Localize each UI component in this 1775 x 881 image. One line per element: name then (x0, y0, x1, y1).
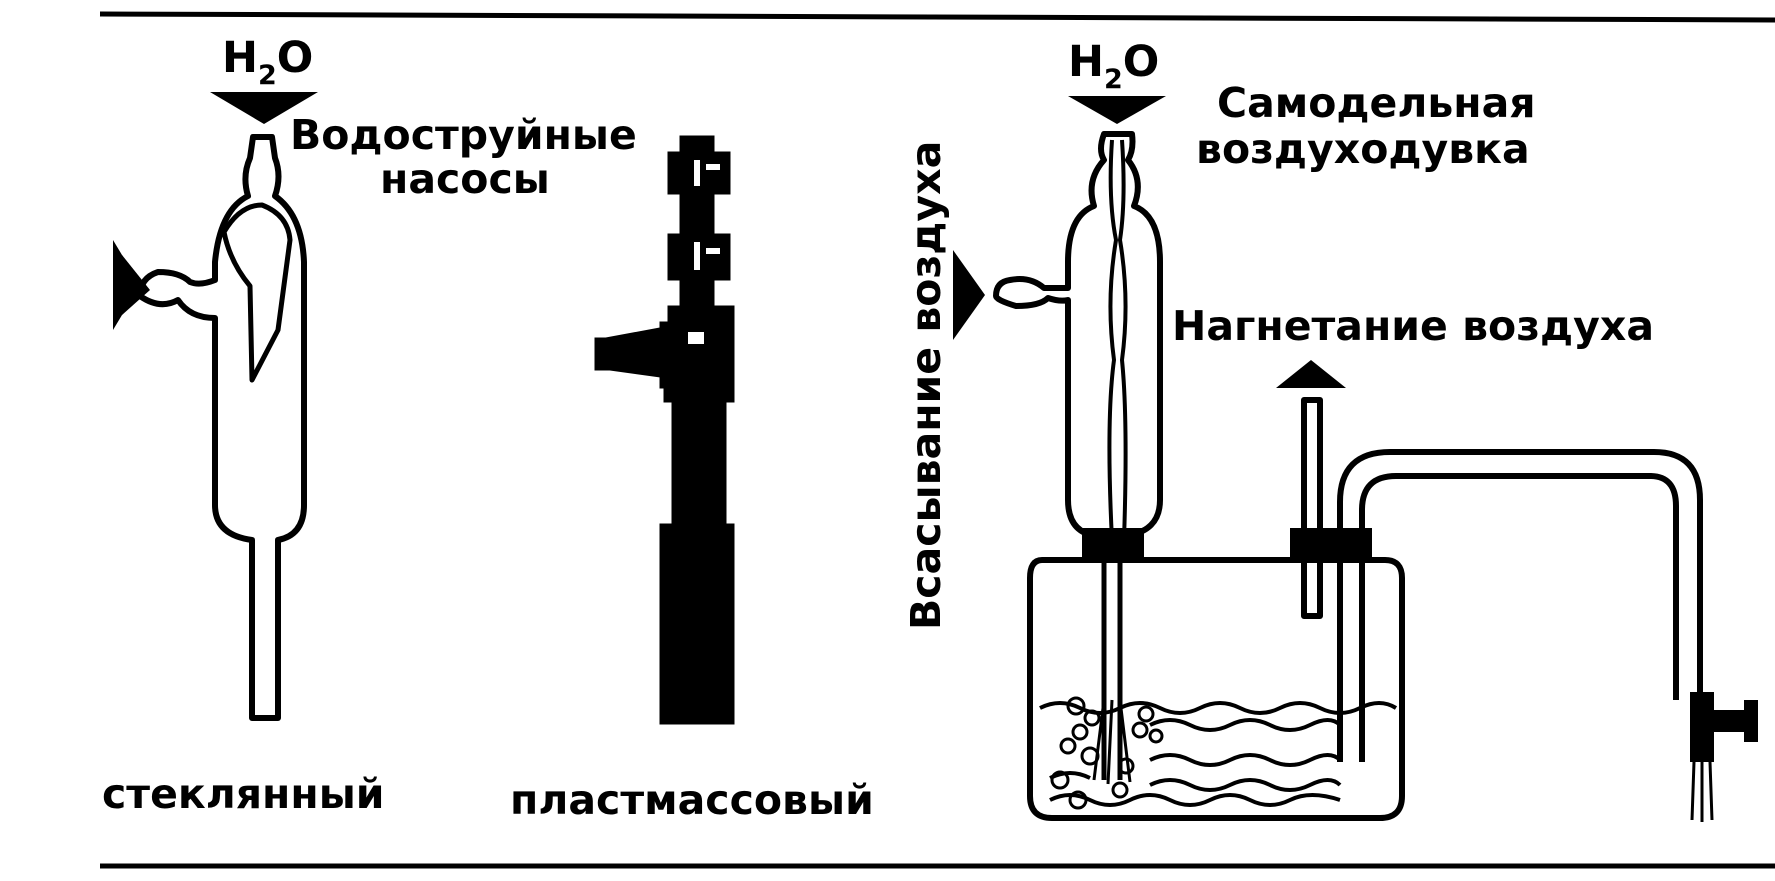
tap-knob (1744, 700, 1758, 742)
tap-body (1690, 692, 1714, 762)
nut-2-highlight-2 (706, 248, 720, 254)
tap-handle (1714, 710, 1746, 732)
homemade-blower (953, 96, 1758, 822)
air-bubbles (1050, 696, 1164, 810)
top-rule (99, 11, 1775, 23)
water-inlet-arrow-right (1068, 96, 1166, 124)
plastic-pump-neck-2 (679, 279, 715, 307)
plastic-pump-tube (671, 401, 727, 525)
body-highlight (688, 332, 704, 344)
blower-water-stream (1107, 139, 1118, 541)
glass-caption: стеклянный (102, 770, 385, 818)
water-label-right: H2O (1068, 37, 1159, 95)
glass-pump-nozzle (221, 202, 293, 383)
plastic-caption: пластмассовый (510, 776, 874, 824)
plastic-pump (594, 135, 735, 725)
tap-stream (1690, 761, 1714, 822)
title-line-2: насосы (380, 155, 550, 203)
pressure-arrow (1276, 360, 1346, 388)
pressure-label: Нагнетание воздуха (1172, 302, 1654, 350)
left-stopper (1082, 528, 1144, 562)
nut-1-highlight (694, 160, 700, 186)
plastic-pump-body (659, 321, 735, 389)
plastic-pump-collar (663, 387, 735, 403)
blower-tank (1027, 557, 1405, 821)
glass-pump-body (137, 134, 307, 721)
plastic-pump-neck-1 (679, 193, 715, 235)
water-label-left: H2O (222, 33, 313, 91)
blower-pump-body (993, 131, 1163, 543)
suction-label: Всасывание воздуха (902, 141, 950, 630)
blower-title-line-2: воздуходувка (1196, 125, 1530, 173)
glass-pump (113, 92, 318, 721)
water-inlet-arrow-left (210, 92, 318, 124)
outlet-pipe-outer (1337, 449, 1703, 762)
nut-2-highlight (694, 242, 700, 270)
title-line-1: Водоструйные (290, 111, 637, 159)
suction-arrow (953, 250, 985, 340)
side-inlet-cone-tip (122, 255, 150, 315)
plastic-pump-outlet (659, 523, 735, 725)
blower-water-stream-2 (1118, 139, 1128, 541)
nut-1-highlight-2 (706, 164, 720, 170)
outlet-pipe-inner (1359, 473, 1679, 762)
exhaust-tube (1301, 397, 1323, 619)
plastic-pump-cap (679, 135, 715, 153)
blower-title-line-1: Самодельная (1217, 79, 1536, 127)
water-waves (1039, 701, 1398, 807)
